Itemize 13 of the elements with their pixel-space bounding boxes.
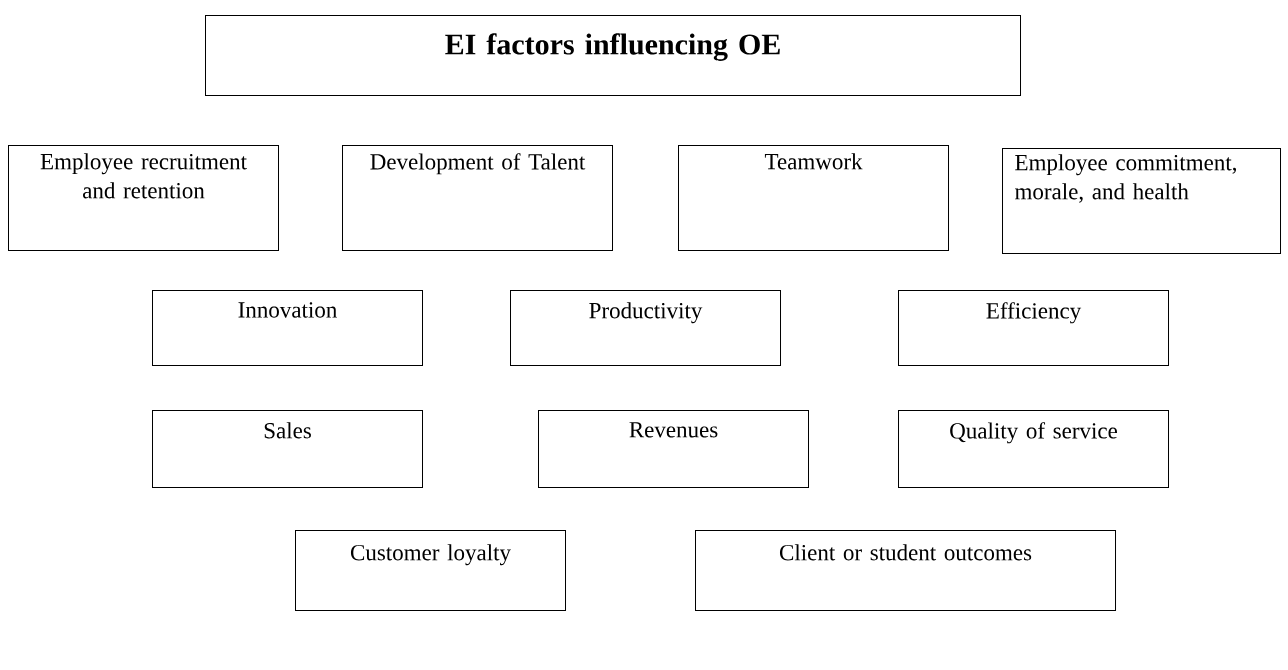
factor-box: Teamwork [678, 145, 949, 251]
factor-box: Customer loyalty [295, 530, 566, 611]
factor-box: Employee recruitment and retention [8, 145, 279, 251]
factor-box: Employee commitment, morale, and health [1002, 148, 1281, 254]
factor-box: Revenues [538, 410, 809, 488]
factor-box: Productivity [510, 290, 781, 366]
factor-box: Efficiency [898, 290, 1169, 366]
title-box: EI factors influencing OE [205, 15, 1021, 96]
factor-box: Innovation [152, 290, 423, 366]
factor-box: Sales [152, 410, 423, 488]
factor-box: Development of Talent [342, 145, 613, 251]
factor-box: Client or student outcomes [695, 530, 1116, 611]
factor-box: Quality of service [898, 410, 1169, 488]
